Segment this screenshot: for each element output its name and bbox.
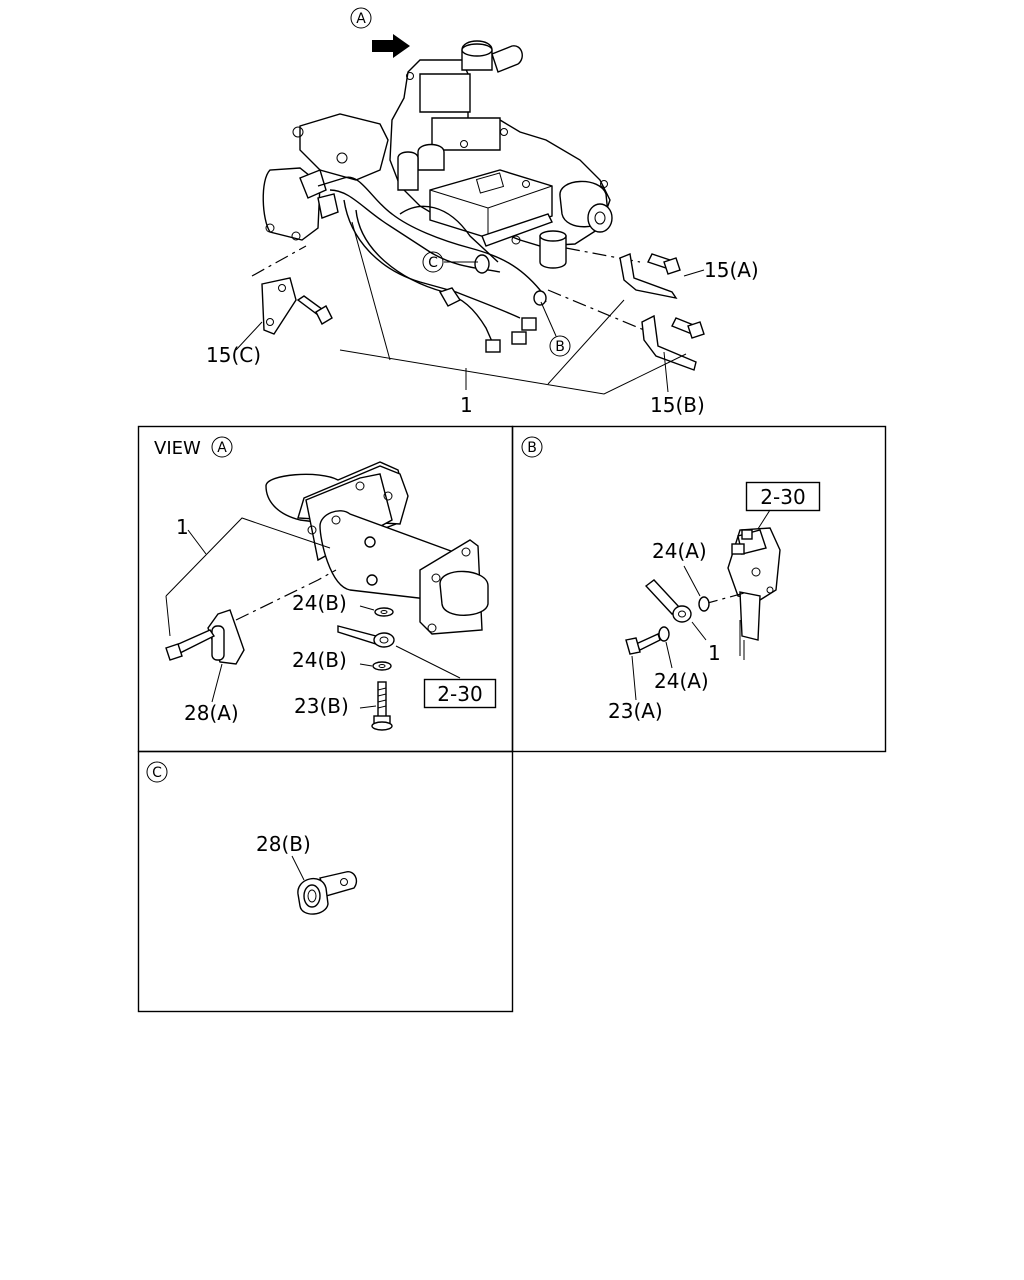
solenoid-switch [727,527,781,660]
callout-15b: 15(B) [650,393,705,417]
panel-b-callout-24a-bottom: 24(A) [654,669,709,693]
panel-b-callout-1: 1 [708,641,721,665]
panel-b-ref-box [745,481,821,512]
panel-b-marker: B [527,440,537,456]
svg-text:A: A [356,11,366,27]
view-a-marker-circle: A [217,440,227,456]
bracket-15a: 15(A) [565,247,759,300]
clip-28b [297,871,358,915]
svg-text:B: B [555,339,565,355]
bolt-23b [371,681,393,731]
view-a-ref-box [423,678,497,709]
view-a-callout-24b-top: 24(B) [292,591,347,615]
panel-c: C 28(B) [146,761,358,915]
view-a-callout-28a: 28(A) [184,701,239,725]
view-a-title: VIEW [154,438,201,459]
ref-circle-c: C [422,251,478,273]
callout-15a: 15(A) [704,258,759,282]
panel-b-callout-23a: 23(A) [608,699,663,723]
callout-15c: 15(C) [206,343,261,367]
panel-frames [137,425,887,1013]
panel-view-a: VIEW A [154,436,497,731]
starter-motor [265,461,489,635]
panel-b-ref-box-label: 2-30 [760,485,805,509]
washer-24a-top [698,596,710,612]
main-exploded-view: A [206,7,759,417]
leader-lines-part-1: 1 [339,221,687,417]
transmission-assembly [262,40,613,269]
view-a-ref-box-label: 2-30 [437,682,482,706]
view-a-callout-23b: 23(B) [294,694,349,718]
view-direction-arrow [372,34,410,58]
view-a-marker: A [350,7,372,29]
svg-text:C: C [428,255,438,271]
wiring-harness [317,176,547,353]
panel-c-marker: C [152,765,162,781]
washer-24b-bottom [372,661,392,671]
clip-28a [165,609,245,665]
ref-circle-b: B [540,301,571,357]
callout-1: 1 [460,393,473,417]
view-a-callout-1: 1 [176,515,189,539]
panel-b-callout-24a-top: 24(A) [652,539,707,563]
washer-24a-bottom [658,626,670,642]
panel-c-callout-28b: 28(B) [256,832,311,856]
washer-24b-top [374,607,394,617]
panel-b: B 2-30 24(A) 1 24(A) [521,436,821,723]
bracket-15b: 15(B) [547,289,705,417]
view-a-callout-24b-bottom: 24(B) [292,648,347,672]
bracket-15c: 15(C) [206,245,333,367]
